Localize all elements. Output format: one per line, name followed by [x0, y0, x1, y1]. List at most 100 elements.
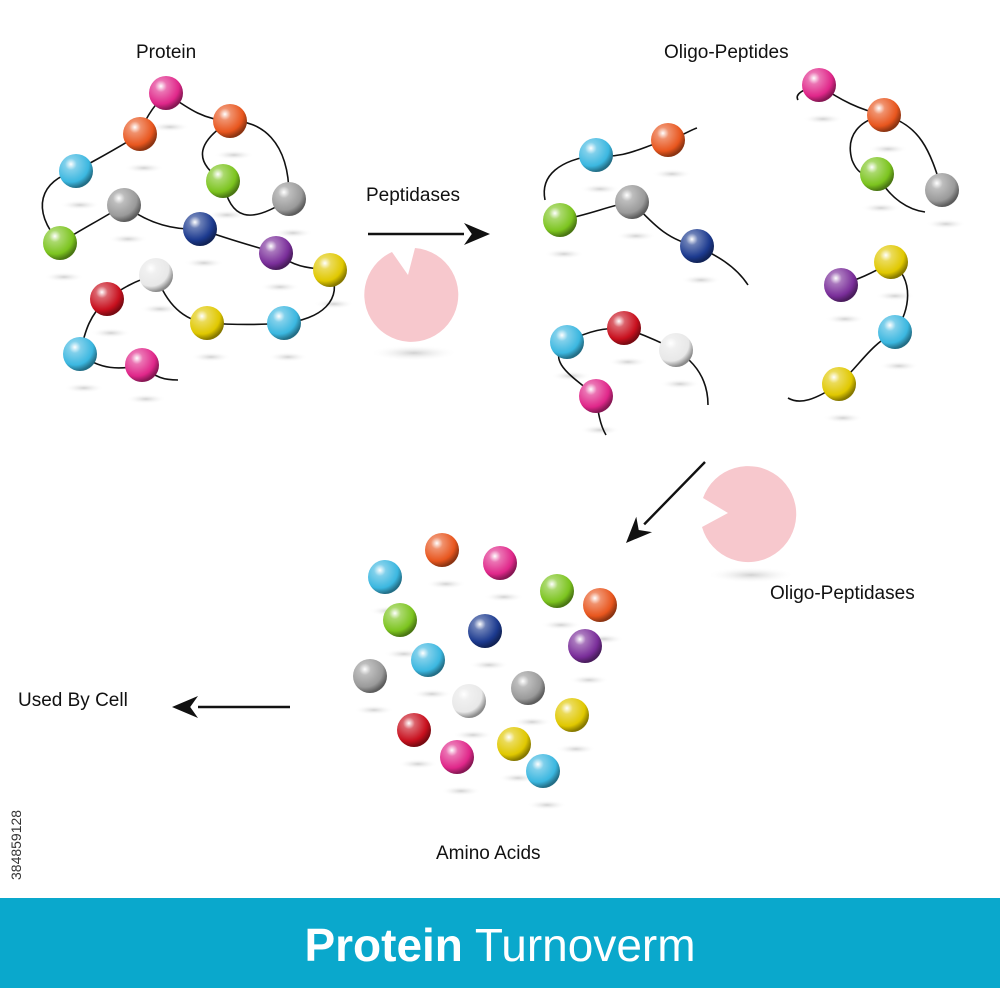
protein-bead-orange [123, 117, 157, 151]
protein-bead-magenta [125, 348, 159, 382]
oligo-peptide-bead-red [607, 311, 641, 345]
bead-shadow [260, 282, 300, 292]
protein-bead-gray [272, 182, 306, 216]
bead-shadow [825, 314, 865, 324]
protein-bead-gray [107, 188, 141, 222]
free-amino-acid-gray [353, 659, 387, 693]
banner-title-bold: Protein [304, 919, 463, 971]
bead-shadow [556, 744, 596, 754]
free-amino-acid-yellow [497, 727, 531, 761]
peptidase-arrow [368, 223, 490, 245]
bead-shadow [660, 379, 700, 389]
bead-shadow [207, 210, 247, 220]
protein-bead-cyan [63, 337, 97, 371]
oligo-peptide-bead-magenta [802, 68, 836, 102]
protein-bead-white [139, 258, 173, 292]
oligo-peptidase-enzyme [702, 466, 797, 563]
bead-shadow [191, 352, 231, 362]
bead-shadow [868, 144, 908, 154]
free-amino-acid-magenta [440, 740, 474, 774]
oligo-peptide-bead-gray [615, 185, 649, 219]
bead-shadow [527, 800, 567, 810]
oligo-peptide-bead-yellow [822, 367, 856, 401]
bead-shadow [608, 357, 648, 367]
bead-shadow [44, 272, 84, 282]
protein-bead-yellow [190, 306, 224, 340]
bead-shadow [803, 114, 843, 124]
bead-shadow [150, 122, 190, 132]
bead-shadow [861, 203, 901, 213]
peptidase-enzyme-shadow [370, 345, 458, 361]
bead-shadow [398, 759, 438, 769]
bead-shadow [64, 383, 104, 393]
oligo-peptide-bead-navy [680, 229, 714, 263]
oligo-peptide-bead-gray [925, 173, 959, 207]
free-amino-acid-cyan [411, 643, 445, 677]
bead-shadow [469, 660, 509, 670]
protein-bead-orange [213, 104, 247, 138]
bead-shadow [124, 163, 164, 173]
bead-shadow [126, 394, 166, 404]
oligo-peptidase-arrow [626, 461, 706, 543]
oligo-peptide-bead-cyan [579, 138, 613, 172]
oligo-peptide-bead-yellow [874, 245, 908, 279]
free-amino-acid-orange [425, 533, 459, 567]
bead-shadow [879, 361, 919, 371]
oligo-peptide-bead-purple [824, 268, 858, 302]
protein-bead-cyan [267, 306, 301, 340]
bead-shadow [875, 291, 915, 301]
bead-shadow [823, 413, 863, 423]
bead-shadow [681, 275, 721, 285]
protein-bead-green [206, 164, 240, 198]
amino-acid-beads [43, 68, 959, 788]
bead-shadow [580, 184, 620, 194]
title-banner: Protein Turnoverm [0, 898, 1000, 988]
bead-shadow [544, 249, 584, 259]
oligo-peptidases-label: Oligo-Peptidases [770, 583, 915, 604]
bead-shadow [569, 675, 609, 685]
bead-shadow [140, 304, 180, 314]
bead-shadow [926, 219, 966, 229]
free-amino-acid-green [540, 574, 574, 608]
bead-shadow [426, 579, 466, 589]
bead-shadow [268, 352, 308, 362]
bead-shadow [354, 705, 394, 715]
bead-shadow [273, 228, 313, 238]
bead-shadow [214, 150, 254, 160]
protein-bead-navy [183, 212, 217, 246]
oligo-peptide-bead-cyan [878, 315, 912, 349]
protein-bead-magenta [149, 76, 183, 110]
free-amino-acid-white [452, 684, 486, 718]
free-amino-acid-navy [468, 614, 502, 648]
bead-shadow [60, 200, 100, 210]
banner-title-rest: Turnoverm [474, 919, 696, 971]
protein-bead-purple [259, 236, 293, 270]
free-amino-acid-magenta [483, 546, 517, 580]
protein-bead-yellow [313, 253, 347, 287]
oligo-peptide-bead-cyan [550, 325, 584, 359]
bead-shadow [453, 730, 493, 740]
free-amino-acid-purple [568, 629, 602, 663]
bead-shadow [580, 425, 620, 435]
free-amino-acid-gray [511, 671, 545, 705]
protein-bead-red [90, 282, 124, 316]
bead-shadow [412, 689, 452, 699]
oligo-peptide-bead-orange [867, 98, 901, 132]
oligo-peptide-bead-orange [651, 123, 685, 157]
oligo-peptide-bead-green [543, 203, 577, 237]
bead-shadow [108, 234, 148, 244]
oligo-peptide-bead-green [860, 157, 894, 191]
arrows [172, 223, 706, 718]
bead-shadow [314, 299, 354, 309]
free-amino-acid-red [397, 713, 431, 747]
bead-shadow [541, 620, 581, 630]
protein-bead-cyan [59, 154, 93, 188]
free-amino-acid-cyan [526, 754, 560, 788]
banner-title: Protein Turnoverm [0, 918, 1000, 972]
oligo-peptide-bead-white [659, 333, 693, 367]
bead-shadow [184, 258, 224, 268]
used-by-cell-label: Used By Cell [18, 690, 128, 711]
enzymes [364, 248, 797, 583]
bead-shadow [441, 786, 481, 796]
